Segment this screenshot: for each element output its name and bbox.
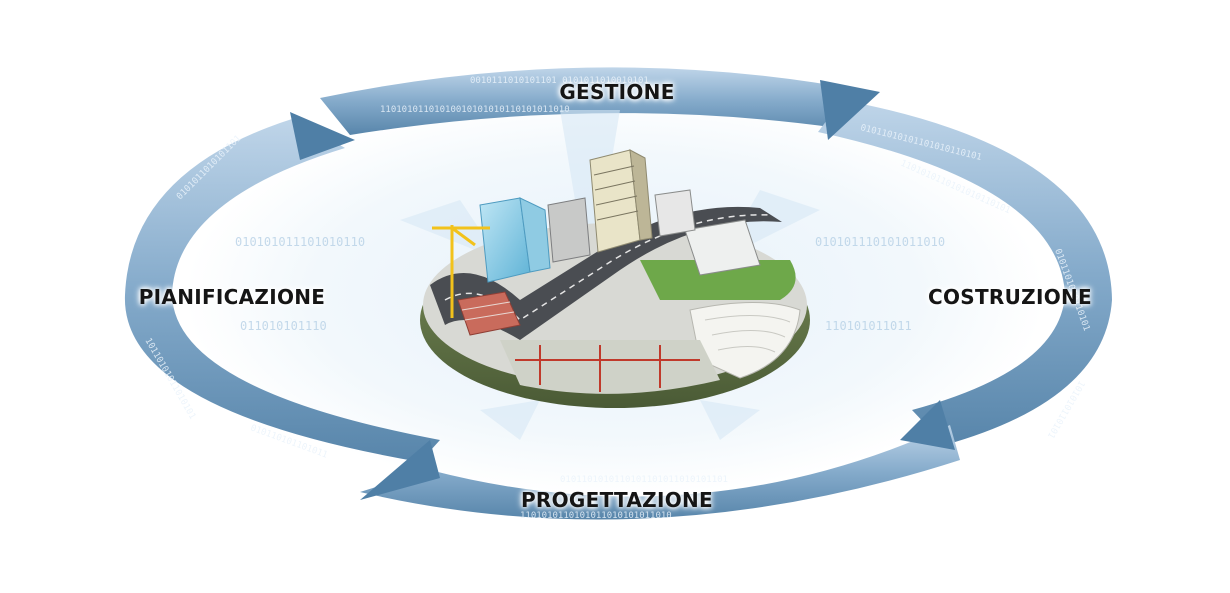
svg-text:0010111010101101 0101011010010: 0010111010101101 0101011010010101: [470, 76, 649, 86]
svg-text:110101011011: 110101011011: [825, 319, 912, 333]
cycle-arrow-icon: [360, 440, 440, 500]
svg-text:010101011101010110: 010101011101010110: [235, 235, 365, 249]
cycle-ring: [124, 67, 1112, 520]
residential-block: [684, 219, 761, 276]
green-park: [640, 260, 796, 300]
floor-plan: [500, 340, 720, 394]
ring-segment-top: [320, 67, 870, 135]
cycle-arrow-icon: [900, 400, 955, 450]
svg-text:1101010110101011010101011010: 1101010110101011010101011010: [520, 511, 672, 521]
svg-text:011010101110: 011010101110: [240, 319, 327, 333]
ring-segment-bottom: [360, 425, 960, 520]
svg-text:110101011010100101010101101010: 11010101101010010101010110101011010: [380, 105, 570, 115]
svg-text:010101110101011010: 010101110101011010: [815, 235, 945, 249]
ring-segment-left: [124, 118, 440, 462]
cycle-arrow-icon: [290, 112, 355, 160]
cycle-arrows: [290, 80, 955, 500]
inner-binary-streams: 010101011101010110 011010101110 01010111…: [235, 235, 945, 333]
crane-icon: [432, 225, 490, 318]
highway: [430, 206, 782, 340]
tower-windows: [593, 165, 639, 221]
cycle-arrow-icon: [820, 80, 880, 140]
utility-lines: [515, 345, 700, 392]
ring-segment-right: [818, 100, 1112, 445]
site-plan: [689, 302, 801, 379]
office-building: [547, 197, 591, 263]
city-island-illustration: [420, 149, 810, 408]
svg-text:010110101011010110101101010110: 0101101010110101101011010101101: [560, 475, 728, 485]
